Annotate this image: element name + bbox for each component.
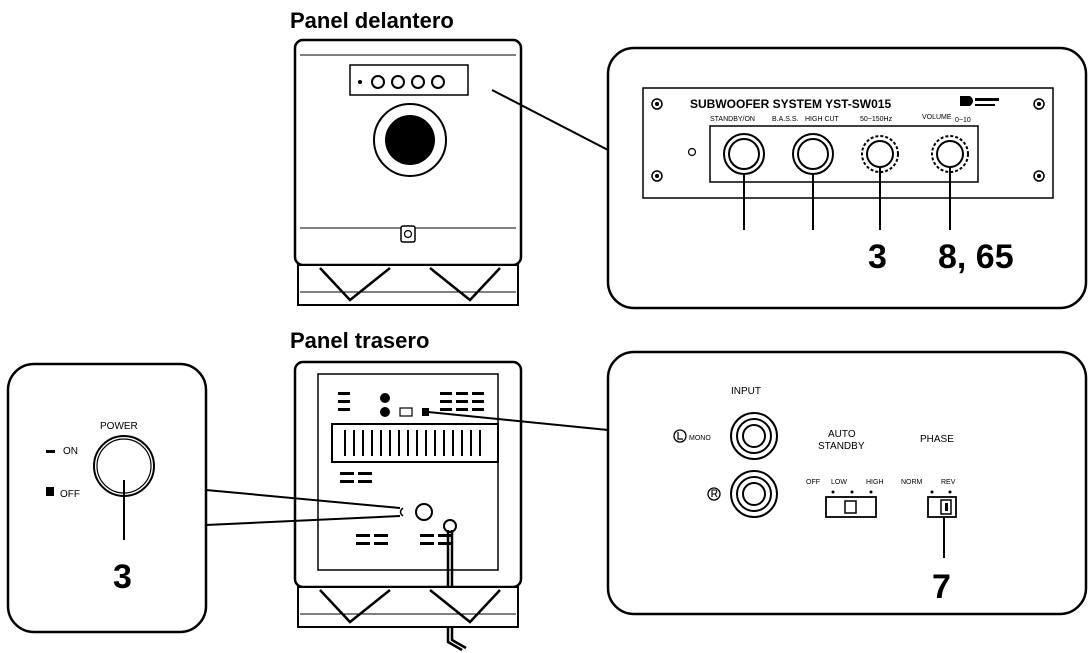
ref-number-volume: 8, 65 bbox=[938, 238, 1014, 276]
power-detail-box: POWER ON OFF 3 bbox=[6, 362, 208, 634]
vent-slots-icon bbox=[338, 392, 484, 545]
front-detail-box: SUBWOOFER SYSTEM YST-SW015 STANDBY/ON B.… bbox=[606, 46, 1088, 310]
front-panel-heading: Panel delantero bbox=[290, 8, 454, 33]
input-r-jack[interactable] bbox=[730, 470, 778, 518]
phase-label: PHASE bbox=[920, 434, 954, 445]
power-cord bbox=[446, 530, 467, 652]
rear-panel-heading: Panel trasero bbox=[290, 328, 429, 353]
front-control-plate bbox=[642, 87, 1054, 199]
standby-button[interactable] bbox=[723, 133, 765, 175]
input-l-mono-marker bbox=[673, 429, 687, 443]
rear-detail-box: INPUT MONO AUTO STANDBY OFF LOW HIGH bbox=[606, 350, 1088, 616]
power-callout-line-top bbox=[205, 489, 401, 509]
highcut-knob[interactable] bbox=[861, 135, 899, 173]
highcut-label: HIGH CUT bbox=[805, 116, 840, 123]
rear-heatsink bbox=[331, 423, 499, 463]
front-port-hole bbox=[385, 115, 435, 165]
input-label: INPUT bbox=[731, 386, 761, 397]
auto-standby-switch[interactable] bbox=[825, 496, 877, 518]
auto-off-label: OFF bbox=[806, 479, 820, 486]
bass-label: B.A.S.S. bbox=[772, 116, 799, 123]
front-cabinet bbox=[293, 38, 523, 306]
input-l-mono-label: MONO bbox=[689, 435, 711, 442]
off-position-icon bbox=[46, 487, 54, 496]
ref-number-highcut: 3 bbox=[868, 238, 887, 276]
power-on-label: ON bbox=[63, 446, 78, 457]
power-label: POWER bbox=[100, 421, 138, 432]
input-l-jack[interactable] bbox=[730, 412, 778, 460]
front-callout-line bbox=[491, 89, 609, 151]
volume-range-label: 0~10 bbox=[955, 117, 971, 124]
volume-label: VOLUME bbox=[922, 114, 952, 121]
bass-button[interactable] bbox=[792, 133, 834, 175]
rear-input-r-icon bbox=[380, 407, 390, 417]
auto-standby-label-line2: STANDBY bbox=[818, 441, 865, 452]
volume-knob[interactable] bbox=[931, 135, 969, 173]
auto-low-label: LOW bbox=[831, 479, 847, 486]
brand-logo-icon bbox=[960, 96, 999, 106]
input-r-marker bbox=[707, 487, 721, 501]
auto-high-label: HIGH bbox=[866, 479, 884, 486]
rear-input-l-icon bbox=[380, 393, 390, 403]
rear-cabinet bbox=[293, 360, 523, 652]
power-off-label: OFF bbox=[60, 489, 80, 500]
ref-number-power: 3 bbox=[113, 558, 132, 596]
phase-switch[interactable] bbox=[927, 496, 957, 518]
standby-label: STANDBY/ON bbox=[710, 116, 755, 123]
screw-icon bbox=[651, 98, 1045, 182]
rear-input-callout-line bbox=[427, 411, 609, 431]
phase-norm-label: NORM bbox=[901, 479, 923, 486]
yamaha-logo-icon bbox=[400, 225, 416, 243]
freq-range-label: 50~150Hz bbox=[860, 116, 893, 123]
knob-group-frame bbox=[709, 125, 979, 183]
indicator-led-icon bbox=[687, 147, 697, 157]
power-callout-line-bottom bbox=[205, 515, 401, 526]
on-position-icon bbox=[46, 450, 55, 453]
phase-rev-label: REV bbox=[941, 479, 956, 486]
ref-number-phase: 7 bbox=[932, 568, 951, 606]
rear-power-switch-icon bbox=[415, 503, 433, 521]
front-mini-control-panel bbox=[349, 64, 469, 96]
auto-standby-label-line1: AUTO bbox=[828, 429, 856, 440]
front-panel-title: SUBWOOFER SYSTEM YST-SW015 bbox=[690, 97, 891, 111]
